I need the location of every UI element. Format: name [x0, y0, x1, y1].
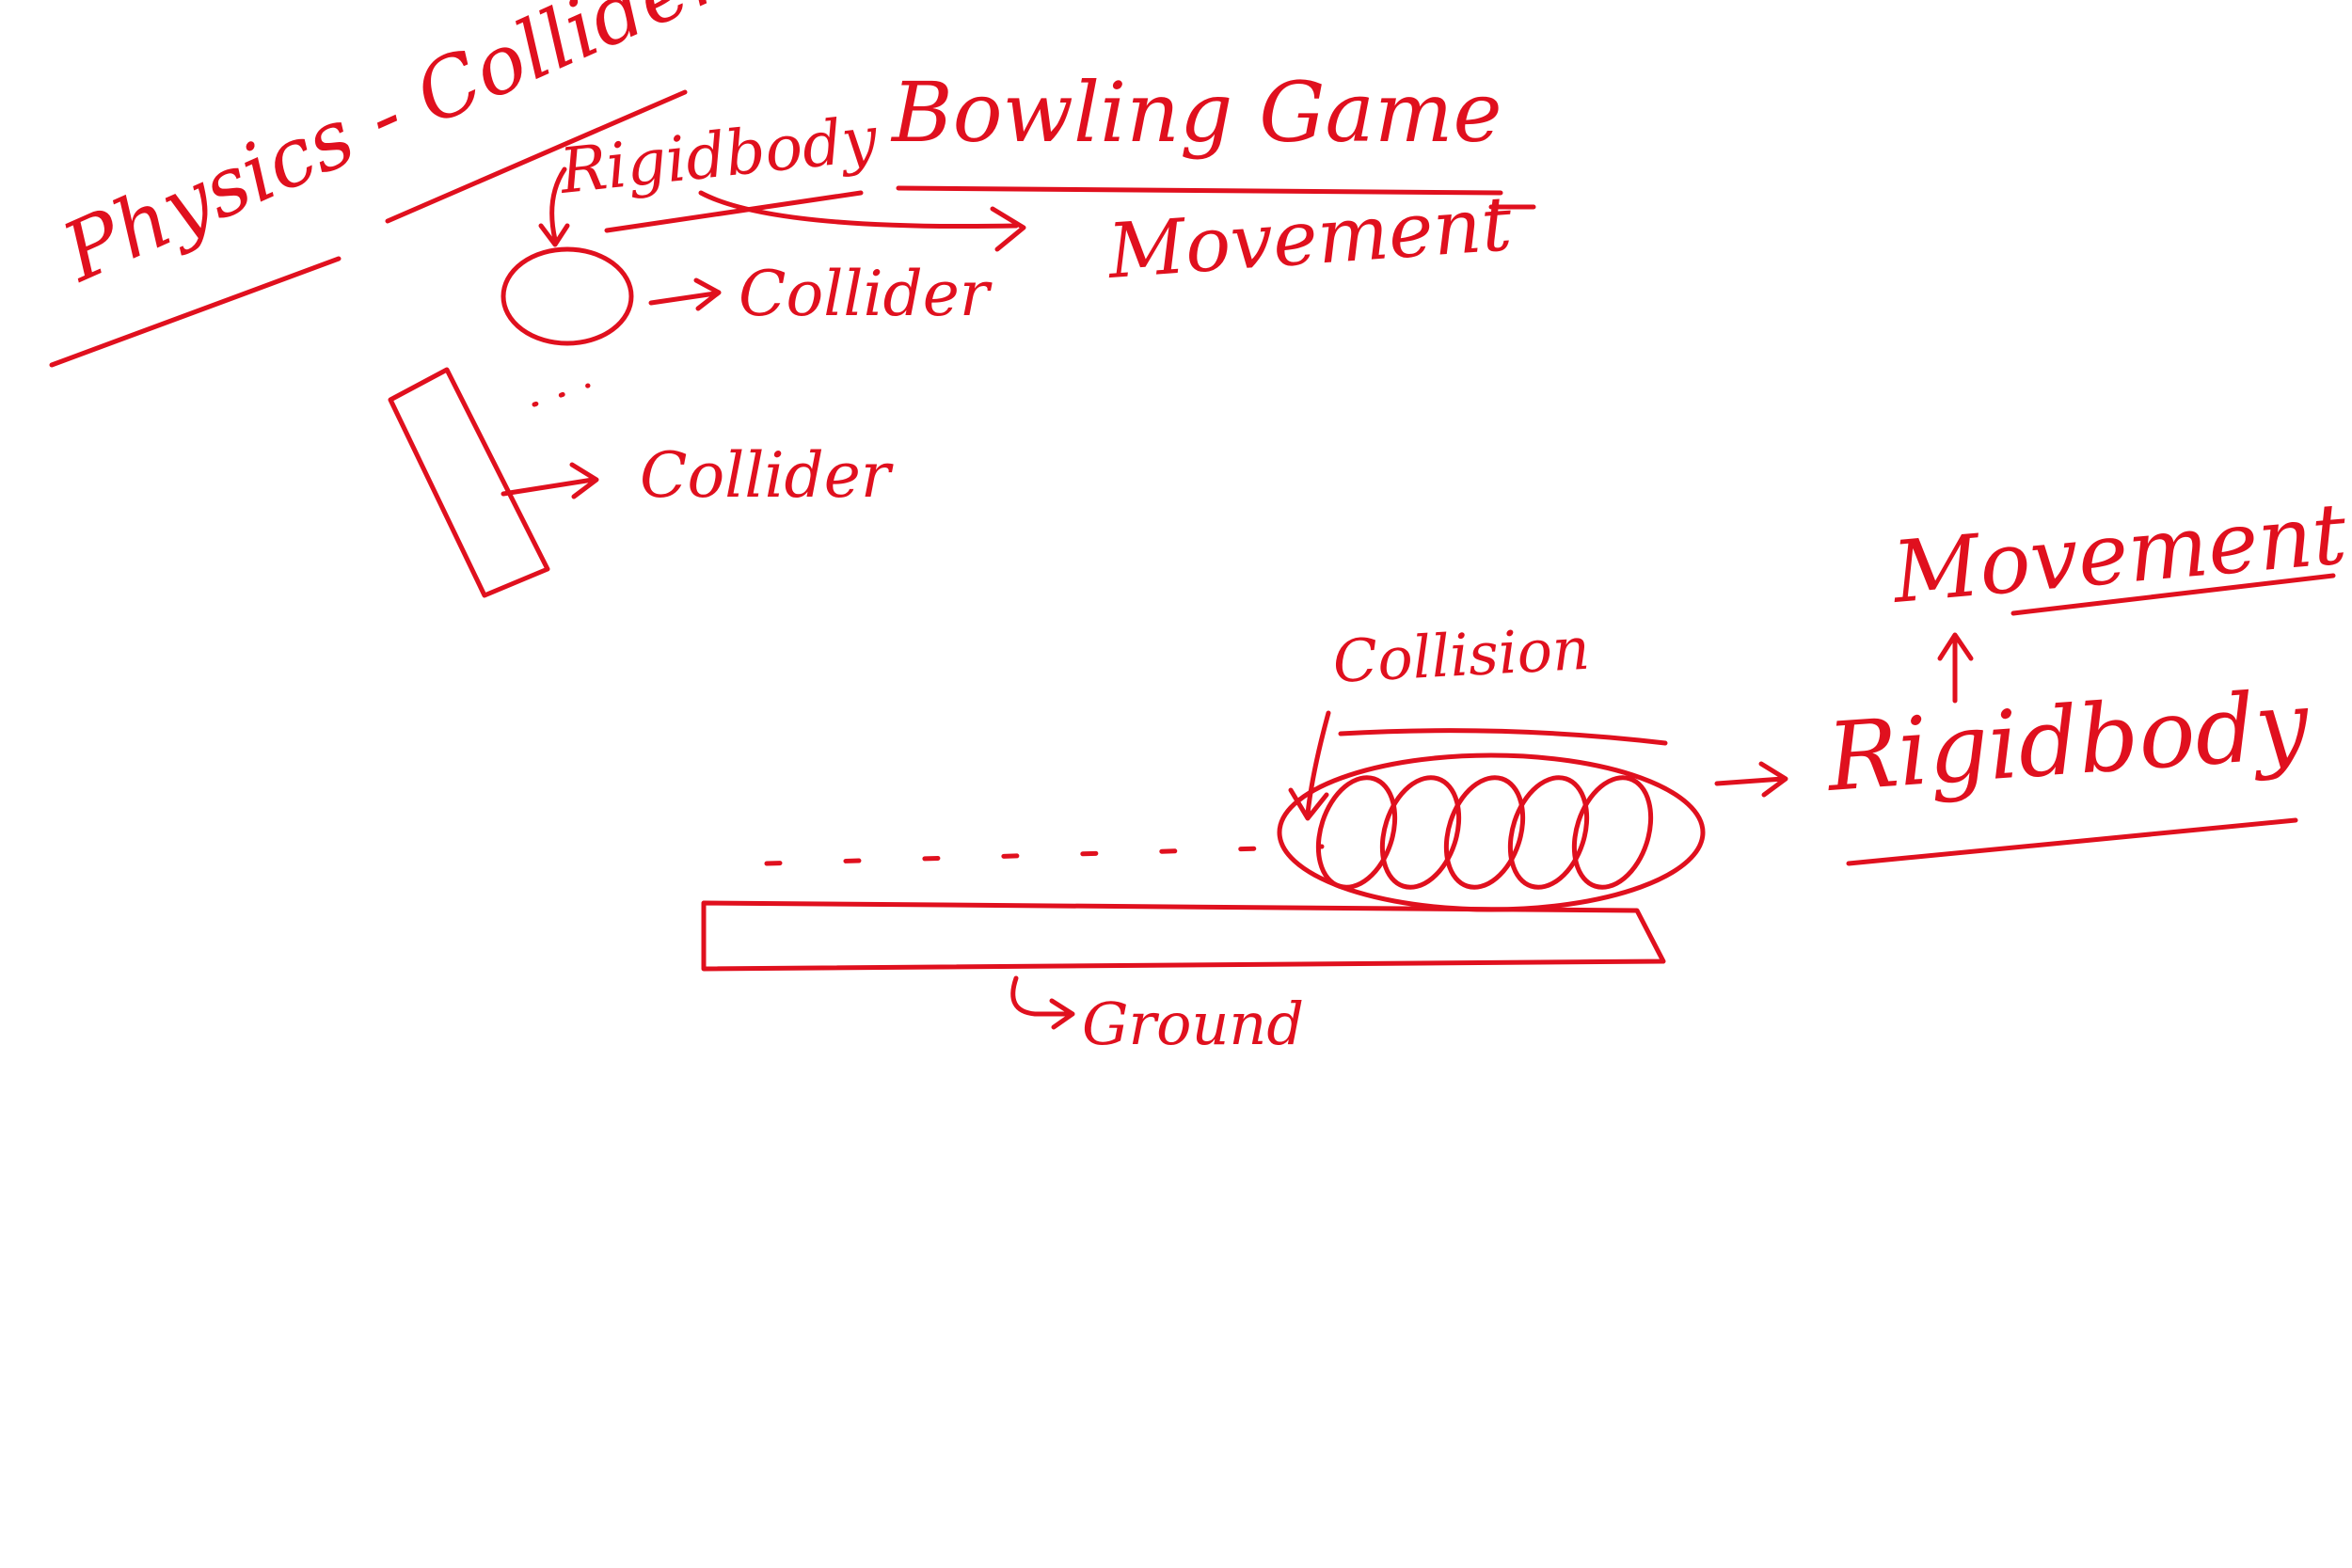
- pin-4: [1507, 775, 1590, 890]
- pin-to-collider-arrow: [501, 462, 599, 499]
- ground-bar: [701, 900, 1666, 972]
- collision-group: Collision: [1288, 614, 1668, 821]
- pin-3: [1443, 775, 1526, 890]
- ball-circle: [501, 246, 634, 346]
- rigidbody-to-movement-up-arrow: [1937, 632, 1974, 704]
- rigidbody-right-label: Rigidbody: [1822, 669, 2313, 813]
- ground-label: Ground: [1082, 990, 1304, 1058]
- collision-arrow: [1288, 710, 1331, 821]
- rigidbody-to-ball-arrow: [538, 166, 570, 247]
- pin-group-outline: [1277, 752, 1706, 912]
- ball-to-collider-arrow: [648, 277, 722, 311]
- movement-top-label: Movement: [1104, 180, 1516, 295]
- pins-to-rigidbody-arrow: [1714, 761, 1788, 798]
- pin-shape: [388, 367, 550, 598]
- bowling-game-label: Bowling Game: [890, 64, 1502, 161]
- rigidbody-right-group: Rigidbody Movement: [1714, 484, 2351, 866]
- bowling-game-underline: [896, 185, 1503, 196]
- movement-right-underline: [2010, 573, 2336, 616]
- pin-collider-group: Collider: [388, 367, 894, 598]
- ground-label-arrow: [1010, 975, 1075, 1030]
- pin-2: [1379, 775, 1462, 890]
- rigidbody-underline: [604, 190, 864, 233]
- collision-label: Collision: [1331, 614, 1592, 696]
- collider-ball-label: Collider: [739, 258, 993, 330]
- pin-1: [1315, 775, 1398, 890]
- collision-overline: [1338, 728, 1668, 746]
- rigidbody-top-label: Rigidbody: [556, 103, 882, 208]
- rigidbody-right-underline: [1846, 817, 2298, 866]
- ball-trajectory-dashes: [764, 844, 1325, 866]
- ground-group: Ground: [701, 752, 1706, 1058]
- ball-collider-group: Collider: [501, 246, 993, 346]
- collision-dots-top: [532, 383, 591, 407]
- movement-top-group: Movement: [1104, 180, 1536, 295]
- collider-pin-label: Collider: [640, 439, 894, 512]
- physics-collider-underline: [49, 89, 688, 368]
- rigidbody-to-movement-arrow: [698, 190, 1026, 252]
- pin-5: [1571, 775, 1654, 890]
- bowling-game-title-group: Bowling Game: [890, 64, 1503, 196]
